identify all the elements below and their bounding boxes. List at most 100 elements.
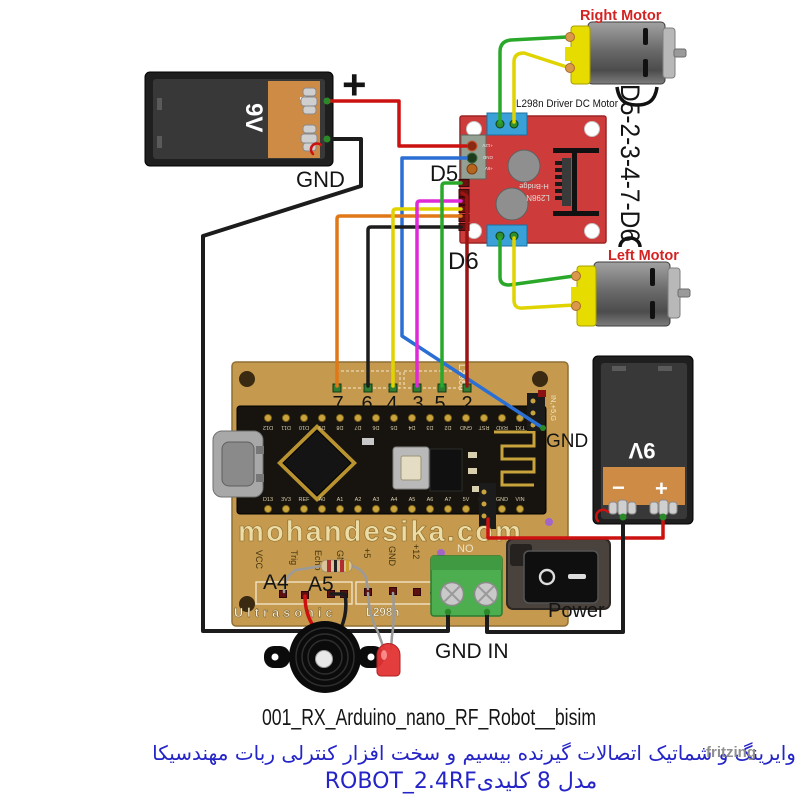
motor-tab (565, 47, 572, 61)
led-lead (389, 591, 396, 651)
wire-right-motor-yellow (512, 51, 569, 124)
motor-terminal-pad (571, 271, 581, 281)
buzzer-ring (307, 639, 343, 675)
motor-stripe (643, 28, 648, 45)
led-bulb (376, 643, 401, 677)
motor-terminal-top (486, 112, 528, 136)
wire-pin2-darkred (460, 191, 469, 388)
header-pin (481, 489, 487, 495)
nano-pin-label: D10 (299, 424, 309, 430)
motor-body (587, 21, 666, 85)
plus-annotation: + (342, 61, 367, 108)
mount-hole (584, 121, 600, 137)
connector-dot (619, 513, 627, 521)
l298n-pin-label: +12 (411, 544, 421, 559)
pin-number-4: 4 (386, 393, 397, 415)
l298n-pin-label: +5 (362, 548, 372, 558)
motor-bracket (618, 236, 642, 248)
nano-pin-label: D8 (336, 424, 343, 430)
reset-button-cap (400, 455, 422, 481)
pcb-no-label: NO (457, 543, 474, 555)
connector-dot (444, 608, 452, 616)
nano-pin-label: D5 (390, 424, 397, 430)
terminal-12v-hole (466, 140, 478, 152)
battery-plus: + (655, 476, 668, 501)
battery-notch (157, 136, 162, 148)
a4-label: A4 (263, 571, 289, 594)
terminal-label-5v: +5V (485, 166, 493, 171)
screw-slot (477, 585, 495, 603)
nano-pin-label: D11 (281, 424, 291, 430)
nano-pin-label: A6 (427, 497, 434, 503)
d6-label: D6 (448, 248, 479, 275)
caption-persian: وایرینگ و شماتیک اتصالات گیرنده بیسیم و … (152, 741, 796, 765)
caption-title: 001_RX_Arduino_nano_RF_Robot__bisim (262, 704, 596, 730)
battery-notch (157, 98, 162, 110)
wire-pin3-magenta (415, 199, 463, 388)
rf-chip (429, 448, 463, 492)
pin-number-5: 5 (434, 393, 445, 415)
motor-stripe (650, 268, 655, 286)
right-motor-label: Right Motor (580, 8, 662, 24)
nano-pin-label: GND (460, 424, 472, 430)
pin-number-7: 7 (332, 393, 343, 415)
switch-rocker (523, 550, 599, 604)
battery-notch (612, 366, 626, 371)
connector-dot (483, 608, 491, 616)
heatsink-icon (553, 148, 599, 216)
terminal-top (431, 556, 502, 570)
pcb-hole (239, 596, 255, 612)
battery-terminal-coils (608, 499, 678, 516)
pin-number-2: 2 (461, 393, 472, 415)
captions: 001_RX_Arduino_nano_RF_Robot__bisim وایر… (152, 704, 796, 794)
nano-pin-label: D12 (263, 424, 273, 430)
left-motor (571, 236, 691, 327)
wire-right-motor-green (498, 35, 569, 124)
chip-text-hbridge: H-Bridge (519, 182, 549, 191)
resistor-band (346, 560, 349, 572)
nano-pin-label: RST (478, 424, 490, 430)
smd-part (468, 468, 477, 474)
motor-tab (571, 287, 578, 303)
connector-dot (323, 97, 331, 105)
gnd-nano-label: GND (546, 431, 588, 452)
resistor-lead (349, 564, 370, 591)
header-pin (530, 398, 536, 404)
led-highlight (381, 650, 387, 660)
smd-part (362, 438, 374, 445)
resistor-band (340, 560, 344, 572)
motor-endcap (662, 27, 676, 79)
connector-dot (323, 135, 331, 143)
nano-pin-label: A5 (409, 497, 416, 503)
nano-pin-label: A0 (319, 497, 326, 503)
nano-pin-label: VIN (515, 497, 524, 503)
wire-pin5-green (440, 181, 463, 388)
screw-slot (443, 585, 461, 603)
l298n-title: L298n Driver DC Motor (516, 98, 618, 110)
nano-pin-label: GND (496, 497, 508, 503)
nano-pin-label: D13 (263, 497, 273, 503)
motor-shaft (673, 48, 687, 58)
motor-terminal-pad (571, 301, 581, 311)
terminal-5v-hole (466, 163, 478, 175)
right-motor (565, 21, 687, 107)
header-pin (530, 410, 536, 416)
left-motor-label: Left Motor (608, 248, 679, 264)
nano-pin-label: 5V (463, 497, 470, 503)
header-pin (481, 501, 487, 507)
led-indicator (437, 549, 445, 557)
motor-terminal-pad (565, 32, 575, 42)
motor-shaft (677, 288, 691, 298)
battery-band (603, 467, 685, 505)
nano-pin-label: D6 (372, 424, 379, 430)
mount-hole (466, 121, 482, 137)
wire-gnd-loop (201, 137, 450, 633)
buzzer-hole (315, 650, 333, 668)
nano-pin-label: A1 (337, 497, 344, 503)
smd-part (472, 486, 481, 492)
silk-box (403, 370, 465, 389)
wire-battery2-red (486, 516, 665, 540)
wire-left-motor-yellow (512, 236, 576, 310)
